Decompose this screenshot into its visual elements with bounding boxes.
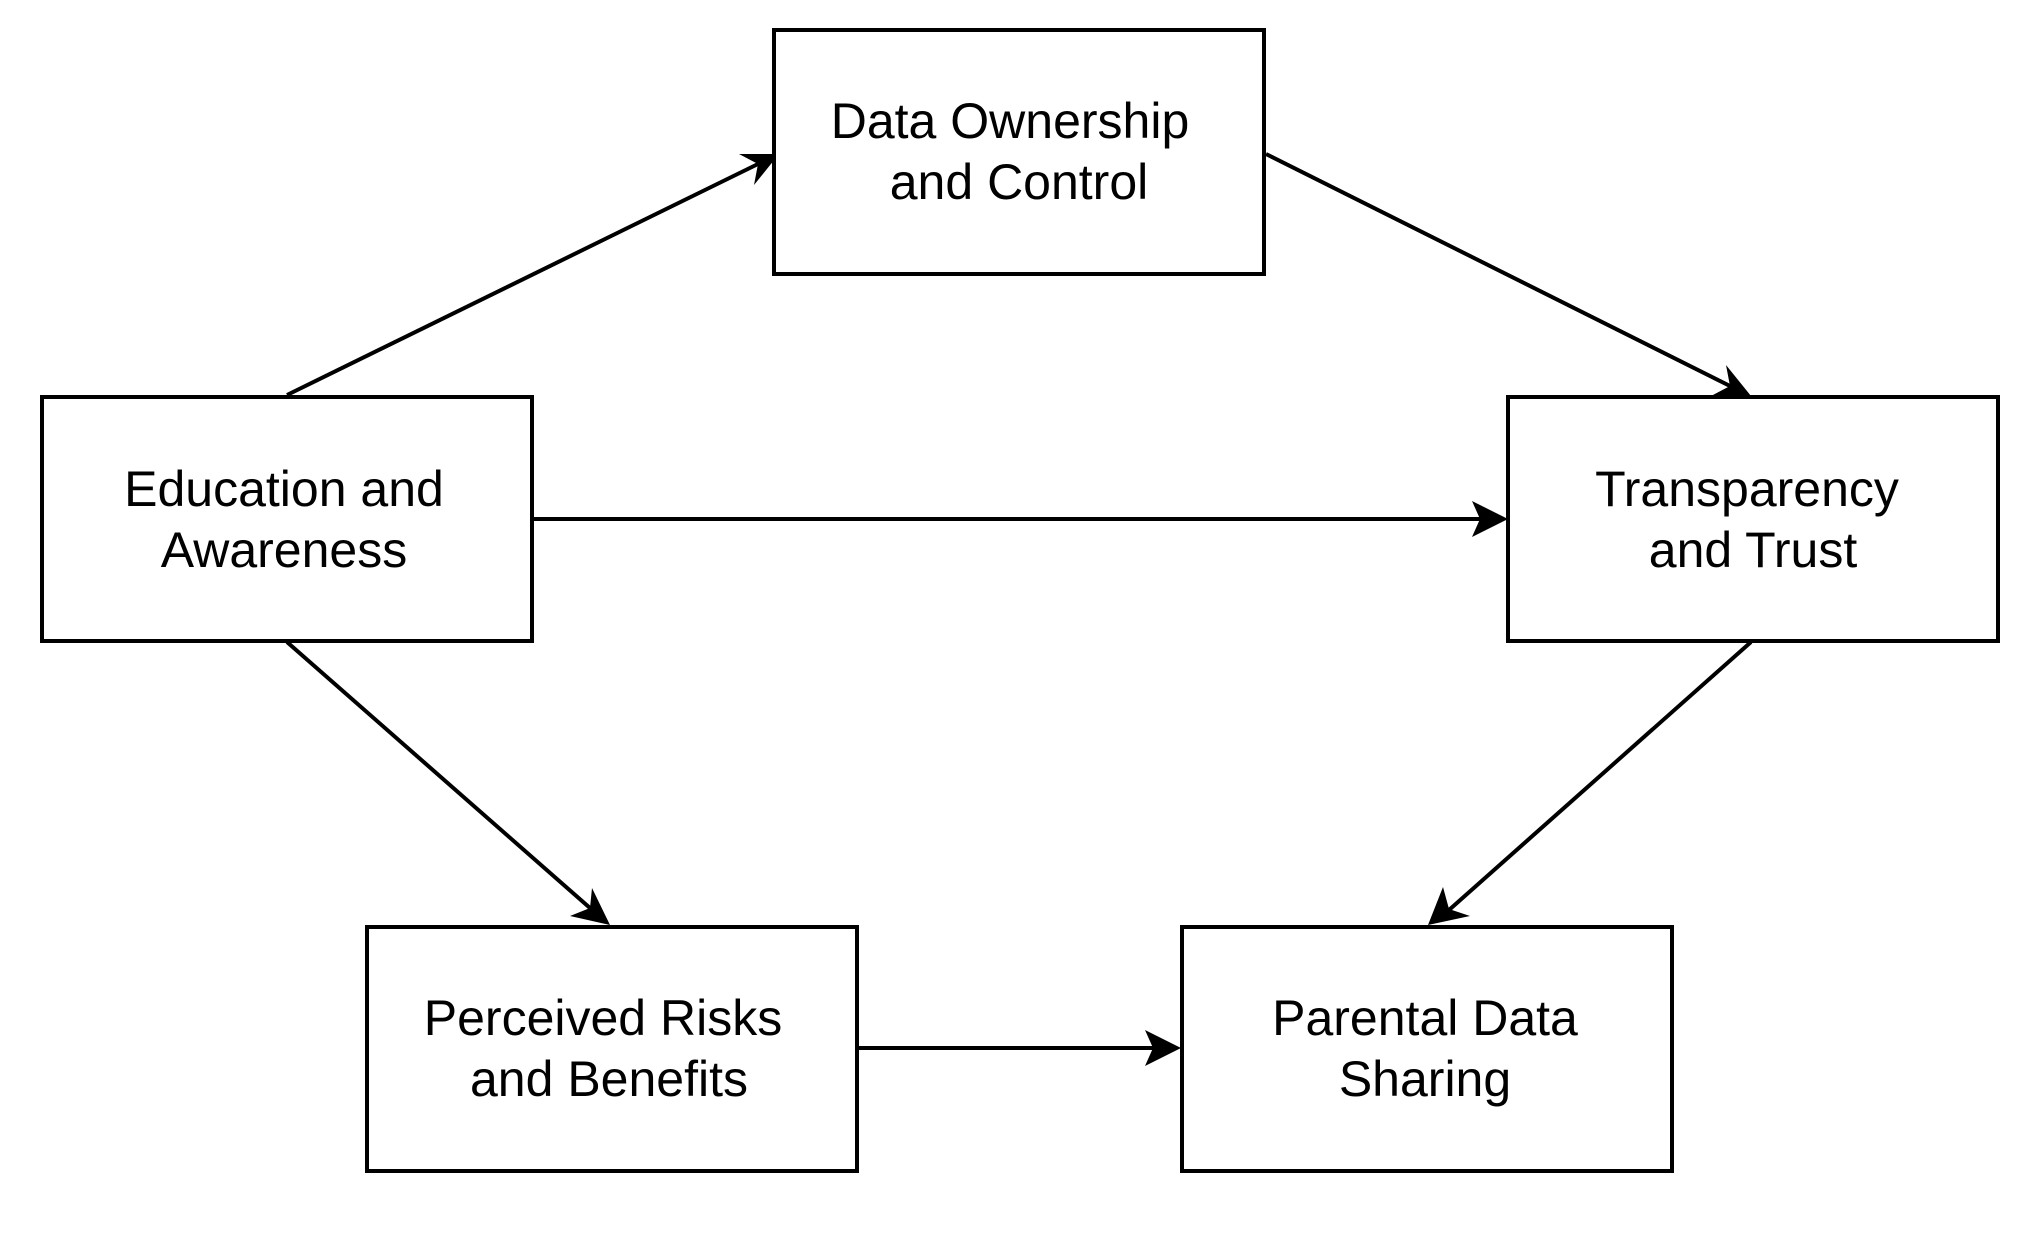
edge-transparency-to-sharing [1428, 640, 1753, 925]
node-label-line-2: Sharing [1339, 1051, 1511, 1107]
node-box [365, 925, 859, 1173]
edge-risks-to-sharing [856, 1030, 1181, 1066]
node-box [40, 395, 534, 643]
node-box [1506, 395, 2000, 643]
arrowhead [1428, 887, 1470, 925]
node-data-ownership-and-control[interactable]: Data Ownership and Control [772, 28, 1266, 276]
node-transparency-and-trust[interactable]: Transparency and Trust [1506, 395, 2000, 643]
edge-ownership-to-transparency [1265, 152, 1751, 396]
node-label-line-2: and Trust [1649, 522, 1858, 578]
edges [285, 152, 1753, 1066]
node-label-line-2: and Control [890, 154, 1149, 210]
edge-line [286, 162, 759, 397]
edge-education-to-ownership [286, 154, 779, 397]
arrowhead [739, 154, 779, 185]
node-education-and-awareness[interactable]: Education and Awareness [40, 395, 534, 643]
node-box [1180, 925, 1674, 1173]
node-box [772, 28, 1266, 276]
node-label-line-1: Parental Data [1272, 990, 1578, 1046]
edge-education-to-risks [285, 640, 610, 925]
edge-line [1265, 152, 1731, 388]
arrowhead [1145, 1030, 1181, 1066]
node-parental-data-sharing[interactable]: Parental Data Sharing [1180, 925, 1674, 1173]
node-label-line-1: Education and [124, 461, 444, 517]
node-label-line-2: and Benefits [470, 1051, 748, 1107]
edge-line [285, 640, 592, 910]
node-label-line-1: Perceived Risks [424, 990, 782, 1046]
node-label-line-1: Transparency [1595, 461, 1899, 517]
nodes: Data Ownership and Control Education and… [40, 28, 2000, 1173]
edge-education-to-transparency [530, 501, 1508, 537]
node-label-line-1: Data Ownership [831, 93, 1190, 149]
arrowhead [570, 888, 610, 925]
edge-line [1447, 640, 1753, 912]
node-perceived-risks-and-benefits[interactable]: Perceived Risks and Benefits [365, 925, 859, 1173]
arrowhead [1472, 501, 1508, 537]
node-label-line-2: Awareness [161, 522, 407, 578]
arrowhead [1711, 365, 1751, 396]
